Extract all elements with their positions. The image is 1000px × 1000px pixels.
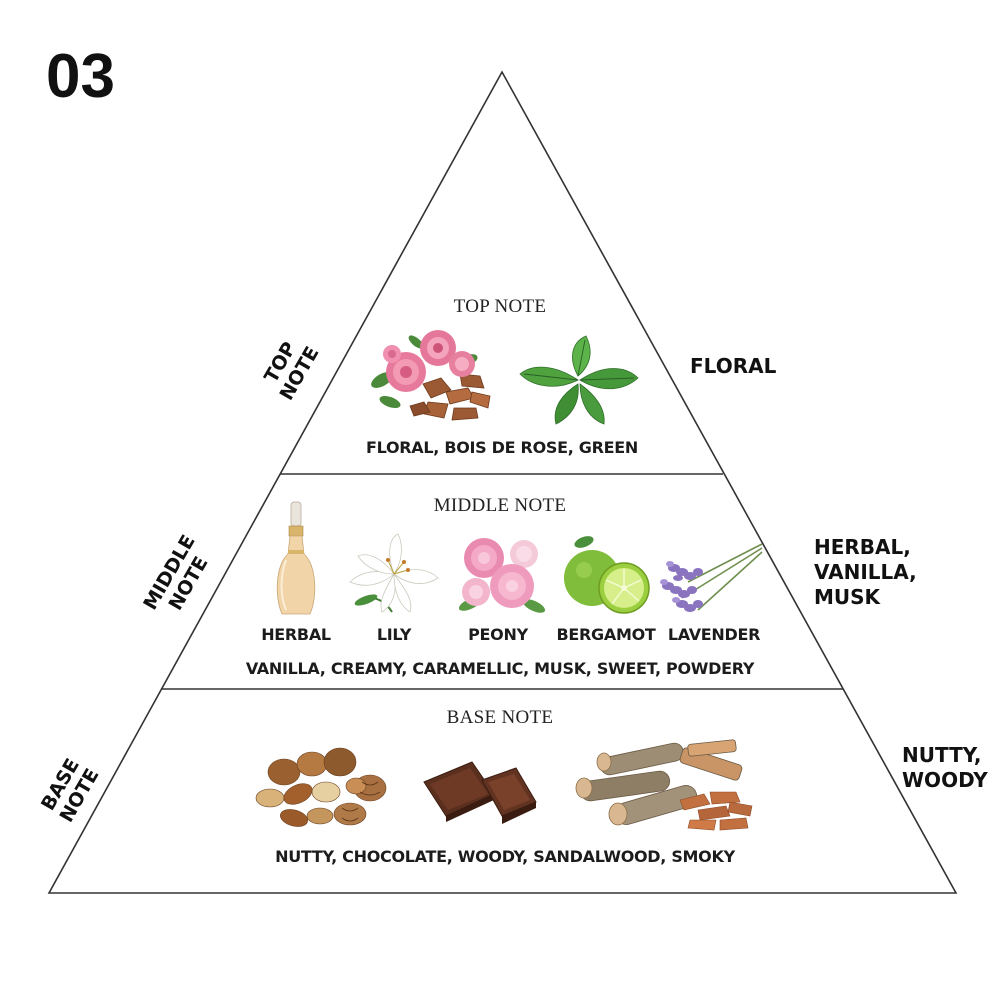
ingredient-caption-peony: PEONY [468,625,528,644]
middle-family-line3: MUSK [814,585,881,609]
middle-family-line1: HERBAL, [814,535,911,559]
middle-note-description: VANILLA, CREAMY, CARAMELLIC, MUSK, SWEET… [245,659,755,678]
base-family-line1: NUTTY, [902,743,982,767]
firewood-logs-and-sandalwood-image [575,739,753,831]
peony-flowers-image [458,538,546,613]
top-note-family-label: FLORAL [690,354,777,378]
lily-flower-image [349,533,439,613]
ingredient-caption-lavender: LAVENDER [667,625,761,644]
base-family-line2: WOODY [902,768,988,792]
base-note-title: BASE NOTE [446,707,554,728]
mixed-nuts-image [255,747,387,827]
rose-flowers-and-rosewood-chips-image [371,330,491,421]
middle-note-family-label: HERBAL, VANILLA, MUSK [814,535,917,610]
ingredient-caption-bergamot: BERGAMOT [556,625,656,644]
bergamot-fruit-image [564,536,650,614]
mint-leaves-image [519,335,639,425]
ingredient-caption-lily: LILY [376,625,412,644]
middle-family-line2: VANILLA, [814,560,917,584]
base-note-description: NUTTY, CHOCOLATE, WOODY, SANDALWOOD, SMO… [275,847,735,866]
top-note-description: FLORAL, BOIS DE ROSE, GREEN [366,438,638,457]
base-note-family-label: NUTTY, WOODY [902,743,988,793]
middle-note-title: MIDDLE NOTE [433,495,567,516]
perfume-bottle-image [276,501,316,615]
page-number: 03 [46,42,115,111]
lavender-sprigs-image [660,543,763,612]
ingredient-caption-herbal: HERBAL [261,625,331,644]
top-note-title: TOP NOTE [453,296,547,317]
chocolate-pieces-image [423,761,537,824]
pyramid-triangle [47,70,958,894]
